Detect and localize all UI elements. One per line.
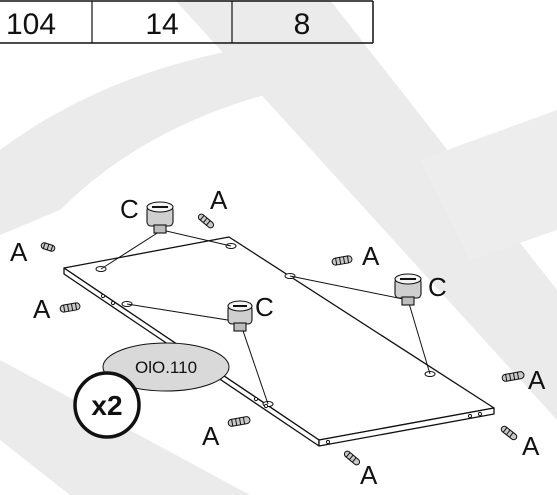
label-c: C bbox=[255, 292, 274, 322]
quantity-label: x2 bbox=[91, 390, 122, 421]
cam-lock-top-stem bbox=[153, 224, 167, 234]
edge-hole bbox=[100, 293, 106, 299]
part-code-badge: OlO.110 bbox=[102, 342, 230, 392]
label-a: A bbox=[202, 421, 220, 451]
dowel-right bbox=[501, 371, 525, 382]
edge-hole bbox=[325, 439, 331, 445]
part-labels: A A A A A A A A C C C bbox=[10, 185, 546, 490]
watermark-band-right bbox=[420, 110, 557, 260]
table-cell-2: 14 bbox=[145, 8, 178, 41]
table-cell-3: 8 bbox=[294, 8, 311, 41]
dowel-bottom-right bbox=[500, 425, 518, 441]
cam-lock-right bbox=[394, 273, 422, 306]
edge-hole bbox=[263, 403, 269, 409]
edge-hole bbox=[253, 396, 259, 402]
cam-lock-top bbox=[146, 201, 174, 234]
label-a: A bbox=[210, 185, 228, 215]
panel-right-edge bbox=[318, 407, 495, 447]
dowels bbox=[40, 213, 525, 466]
dowel-left-top bbox=[40, 242, 56, 252]
label-c: C bbox=[428, 272, 447, 302]
part-code-ellipse bbox=[102, 342, 230, 392]
dowel-left-mid bbox=[59, 302, 81, 313]
edge-hole bbox=[467, 413, 473, 419]
quantity-circle bbox=[73, 371, 141, 439]
label-a: A bbox=[522, 431, 540, 461]
dowel-bottom-left bbox=[227, 416, 251, 427]
dowel-mid-right bbox=[331, 255, 353, 266]
edge-hole bbox=[110, 300, 116, 306]
label-a: A bbox=[33, 294, 51, 324]
dowel-bottom bbox=[343, 450, 361, 466]
dowel-top bbox=[197, 213, 215, 229]
cam-lock-mid bbox=[227, 300, 253, 332]
quantity-badge: x2 bbox=[73, 371, 141, 439]
watermark-band-top bbox=[175, 0, 557, 420]
cam-lock-mid-stem bbox=[233, 322, 247, 332]
panel-holes bbox=[95, 243, 483, 445]
cam-lock-right-stem bbox=[401, 296, 415, 306]
part-code: OlO.110 bbox=[135, 358, 197, 377]
label-a: A bbox=[528, 365, 546, 395]
label-a: A bbox=[362, 241, 380, 271]
table-cell-1: 104 bbox=[6, 8, 56, 41]
label-a: A bbox=[10, 237, 28, 267]
label-c: C bbox=[120, 194, 139, 224]
watermark-band-left bbox=[0, 40, 330, 235]
label-a: A bbox=[360, 460, 378, 490]
dimension-table: 104 14 8 bbox=[0, 0, 374, 44]
edge-hole bbox=[477, 411, 483, 417]
